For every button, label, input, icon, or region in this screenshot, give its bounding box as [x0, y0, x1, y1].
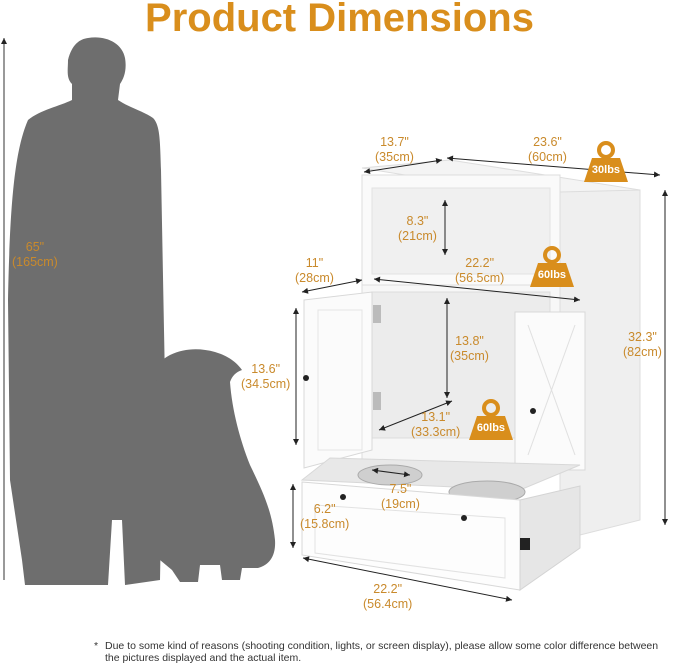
kettlebell-weight-icon — [530, 246, 574, 287]
drawer-height-label: 6.2"(15.8cm) — [300, 502, 350, 531]
weight-badge-top: 30lbs — [582, 140, 630, 184]
footnote-text: Due to some kind of reasons (shooting co… — [105, 640, 659, 664]
total-height-label: 32.3"(82cm) — [623, 330, 662, 359]
bowl-diameter-label: 7.5"(19cm) — [381, 482, 420, 511]
top-depth-label: 13.7"(35cm) — [375, 135, 414, 164]
asterisk-icon: * — [94, 640, 99, 652]
cabinet-illustration — [300, 159, 641, 591]
person-height-label: 65"(165cm) — [12, 240, 58, 269]
door-height-label: 13.6"(34.5cm) — [241, 362, 291, 391]
weight-badge-shelf: 60lbs — [528, 245, 576, 289]
dog-silhouette-icon — [153, 349, 276, 582]
shelf-height-label: 8.3"(21cm) — [398, 214, 437, 243]
inner-depth-label: 13.1"(33.3cm) — [411, 410, 461, 439]
kettlebell-weight-icon — [584, 141, 628, 182]
kettlebell-weight-icon — [469, 399, 513, 440]
person-silhouette-icon — [8, 37, 165, 585]
weight-badge-cabinet: 60lbs — [467, 398, 515, 442]
drawer-width-label: 22.2"(56.4cm) — [363, 582, 413, 611]
top-width-label: 23.6"(60cm) — [528, 135, 567, 164]
page-title: Product Dimensions — [145, 0, 534, 40]
inner-height-label: 13.8"(35cm) — [450, 334, 489, 363]
footnote: * Due to some kind of reasons (shooting … — [94, 640, 665, 664]
cabinet-depth-label: 11"(28cm) — [295, 256, 334, 285]
inner-width-label: 22.2"(56.5cm) — [455, 256, 505, 285]
